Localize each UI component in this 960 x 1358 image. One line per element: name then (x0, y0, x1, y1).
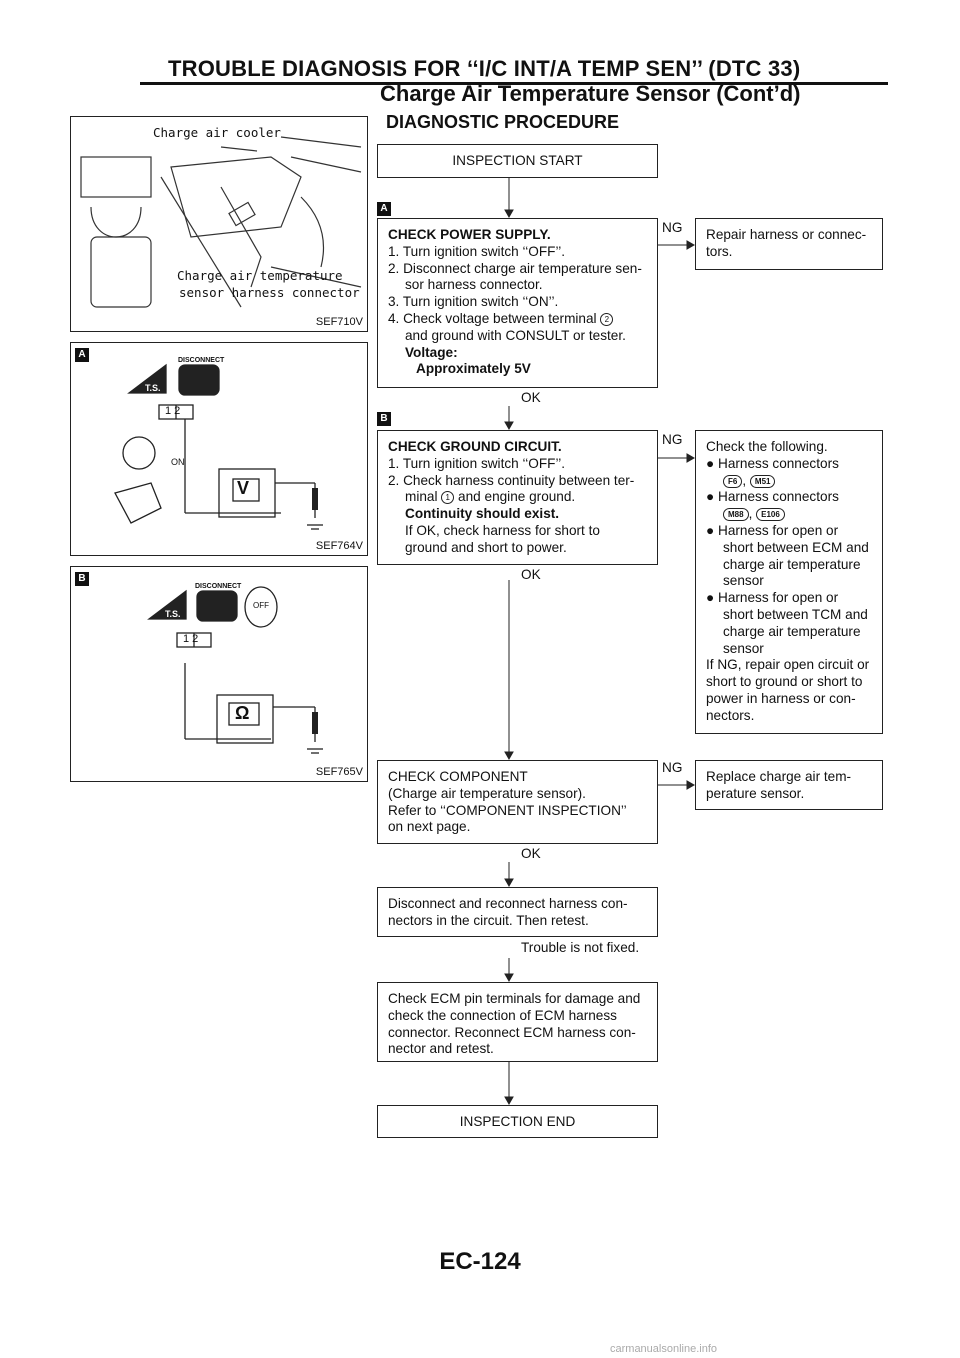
step-b-ng-line: power in harness or con- (706, 691, 872, 708)
fig3-switch: OFF (253, 601, 269, 610)
step-b-ng-item: ● Harness for open or (706, 523, 872, 540)
step-b-marker: B (377, 412, 391, 426)
step-c-line: on next page. (388, 819, 647, 836)
step-b-line: ground and short to power. (388, 540, 647, 557)
step-e-line: connector. Reconnect ECM harness con- (388, 1025, 647, 1042)
figure-engine-bay: Charge air cooler Charge air temperature… (70, 116, 368, 332)
fig1-label-bottom-2: sensor harness connector (179, 285, 360, 300)
step-a-title: CHECK POWER SUPPLY. (388, 227, 647, 244)
fig2-ts: T.S. (145, 383, 161, 393)
step-b-box: CHECK GROUND CIRCUIT. 1. Turn ignition s… (377, 430, 658, 565)
inspection-start-box: INSPECTION START (377, 144, 658, 178)
fig3-meter: Ω (235, 703, 249, 724)
step-b-ng-label: NG (662, 432, 682, 447)
step-c-line: Refer to ‘‘COMPONENT INSPECTION’’ (388, 803, 647, 820)
fig2-disconnect: DISCONNECT (178, 357, 224, 364)
page-number: EC-124 (0, 1248, 960, 1276)
step-c-ok-label: OK (521, 846, 541, 861)
step-b-ng-item: ● Harness connectors (706, 489, 872, 506)
connector-e106: E106 (756, 508, 785, 521)
step-e-line: nector and retest. (388, 1041, 647, 1058)
inspection-end-box: INSPECTION END (377, 1105, 658, 1138)
watermark: carmanualsonline.info (610, 1343, 717, 1355)
step-b-ng-item: ● Harness connectors (706, 456, 872, 473)
step-a-ng-line: tors. (706, 244, 872, 261)
step-b-ok-label: OK (521, 567, 541, 582)
step-a-line: 1. Turn ignition switch ‘‘OFF’’. (388, 244, 647, 261)
step-a-ng-box: Repair harness or connec- tors. (695, 218, 883, 270)
step-b-line: 1. Turn ignition switch ‘‘OFF’’. (388, 456, 647, 473)
step-a-line: and ground with CONSULT or tester. (388, 328, 647, 345)
figure-continuity-check: B DISCONNECT T.S. 1 2 OFF Ω SEF765V (70, 566, 368, 782)
step-a-line: 2. Disconnect charge air temperature sen… (388, 261, 647, 278)
step-d-line: Disconnect and reconnect harness con- (388, 896, 647, 913)
fig3-pins: 1 2 (183, 633, 198, 645)
connector-pair: M88, E106 (706, 506, 872, 523)
terminal-2-symbol: 2 (600, 313, 613, 326)
step-d-box: Disconnect and reconnect harness con- ne… (377, 887, 658, 937)
connector-f6: F6 (723, 475, 742, 488)
step-b-line: 2. Check harness continuity between ter- (388, 473, 647, 490)
step-b-line: minal 1 and engine ground. (388, 489, 647, 506)
step-b-ng-line: sensor (706, 573, 872, 590)
step-a-line: 4. Check voltage between terminal 2 (388, 311, 647, 328)
step-e-line: Check ECM pin terminals for damage and (388, 991, 647, 1008)
step-b-ng-line: short to ground or short to (706, 674, 872, 691)
step-a-line: sor harness connector. (388, 277, 647, 294)
continuity-spec: Continuity should exist. (388, 506, 647, 523)
connector-m51: M51 (750, 475, 776, 488)
engine-bay-illustration (71, 117, 369, 333)
continuity-check-illustration (71, 567, 369, 783)
voltage-label: Voltage: (388, 345, 647, 362)
connector-m88: M88 (723, 508, 749, 521)
connector-pair: F6, M51 (706, 473, 872, 490)
step-a-ng-label: NG (662, 220, 682, 235)
step-d-line: nectors in the circuit. Then retest. (388, 913, 647, 930)
step-a-ok-label: OK (521, 390, 541, 405)
fig1-label-top: Charge air cooler (153, 125, 281, 140)
step-e-box: Check ECM pin terminals for damage and c… (377, 982, 658, 1062)
step-b-ng-line: short between TCM and (706, 607, 872, 624)
step-b-ng-line: If NG, repair open circuit or (706, 657, 872, 674)
step-c-ng-line: perature sensor. (706, 786, 872, 803)
voltage-value: Approximately 5V (388, 361, 647, 378)
step-d-result-label: Trouble is not fixed. (521, 940, 639, 955)
step-c-ng-label: NG (662, 760, 682, 775)
step-c-line: CHECK COMPONENT (388, 769, 647, 786)
step-b-ng-box: Check the following. ● Harness connector… (695, 430, 883, 734)
step-a-line: 3. Turn ignition switch ‘‘ON’’. (388, 294, 647, 311)
fig3-caption: SEF765V (316, 766, 363, 778)
step-c-ng-box: Replace charge air tem- perature sensor. (695, 760, 883, 810)
step-b-ng-line: charge air temperature (706, 557, 872, 574)
fig3-disconnect: DISCONNECT (195, 583, 241, 590)
step-b-title: CHECK GROUND CIRCUIT. (388, 439, 647, 456)
step-b-line: If OK, check harness for short to (388, 523, 647, 540)
fig2-meter: V (237, 478, 249, 499)
step-b-ng-line: charge air temperature (706, 624, 872, 641)
step-a-ng-line: Repair harness or connec- (706, 227, 872, 244)
step-b-ng-line: short between ECM and (706, 540, 872, 557)
terminal-1-symbol: 1 (441, 491, 454, 504)
fig1-caption: SEF710V (316, 316, 363, 328)
step-b-ng-line: nectors. (706, 708, 872, 725)
fig2-pins: 1 2 (165, 405, 180, 417)
step-c-line: (Charge air temperature sensor). (388, 786, 647, 803)
step-c-box: CHECK COMPONENT (Charge air temperature … (377, 760, 658, 844)
fig1-label-bottom-1: Charge air temperature (177, 268, 343, 283)
step-b-ng-item: ● Harness for open or (706, 590, 872, 607)
voltage-check-illustration (71, 343, 369, 557)
figure-voltage-check: A DISCONNECT T.S. 1 2 ON V SEF764V (70, 342, 368, 556)
step-c-ng-line: Replace charge air tem- (706, 769, 872, 786)
fig2-caption: SEF764V (316, 540, 363, 552)
fig2-switch: ON (171, 457, 185, 467)
step-b-ng-line: sensor (706, 641, 872, 658)
step-e-line: check the connection of ECM harness (388, 1008, 647, 1025)
fig3-ts: T.S. (165, 609, 181, 619)
step-a-box: CHECK POWER SUPPLY. 1. Turn ignition swi… (377, 218, 658, 388)
step-a-marker: A (377, 202, 391, 216)
step-b-ng-line: Check the following. (706, 439, 872, 456)
